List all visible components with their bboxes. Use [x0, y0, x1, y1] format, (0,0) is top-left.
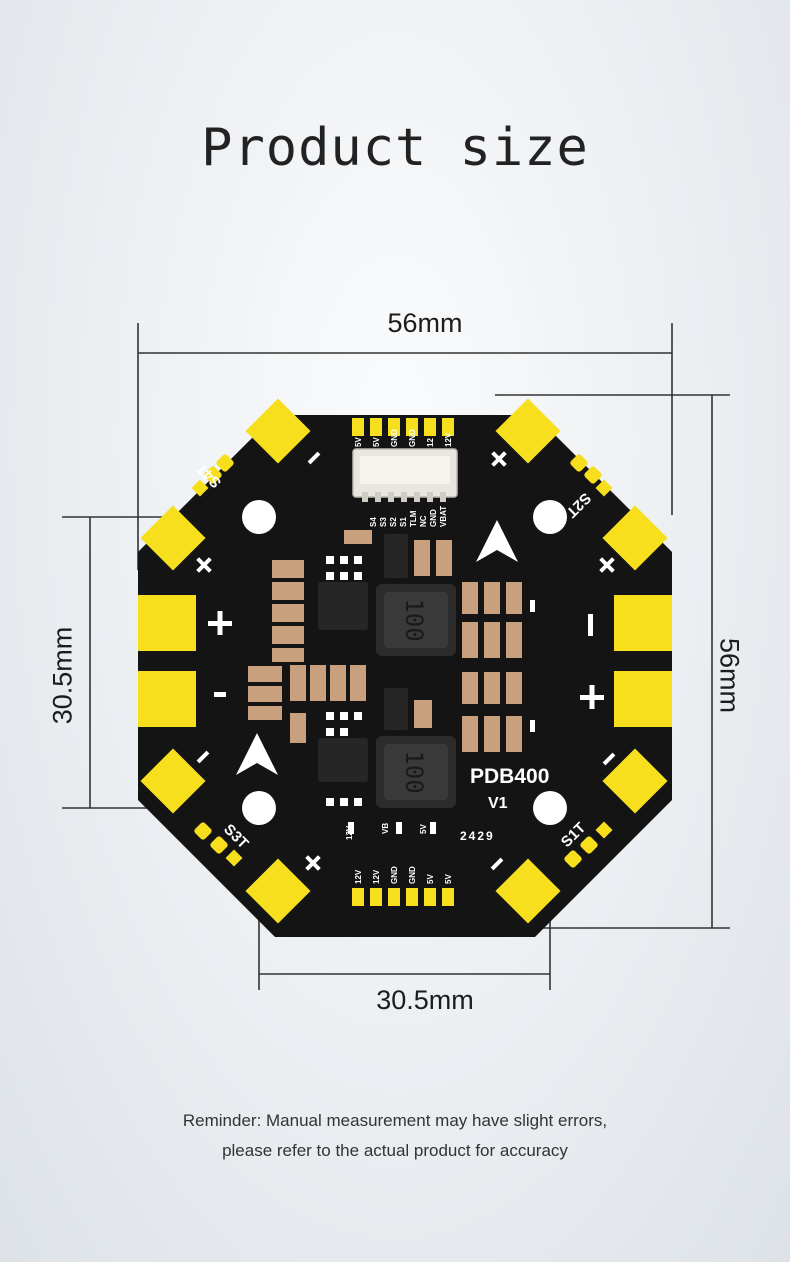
- board-version: V1: [488, 795, 508, 812]
- date-code: 2429: [460, 829, 495, 843]
- svg-text:GND: GND: [390, 866, 399, 884]
- dimension-hole-horizontal-label: 30.5mm: [376, 985, 474, 1015]
- board-model: PDB400: [470, 765, 549, 788]
- svg-text:12V: 12V: [345, 825, 354, 840]
- inductor-marking-top: 100: [400, 598, 428, 641]
- inductors: [376, 584, 456, 808]
- bottom-pad-labels: 12V 12V GND GND 5V 5V: [354, 866, 453, 884]
- svg-text:12V: 12V: [372, 869, 381, 884]
- svg-text:GND: GND: [408, 429, 417, 447]
- svg-text:5V: 5V: [419, 824, 428, 834]
- signal-labels: S4 S3 S2 S1 TLM NC GND VBAT: [369, 506, 448, 527]
- motor-pads: [138, 398, 672, 924]
- bottom-led-labels: 12V VB 5V: [345, 823, 428, 840]
- svg-text:S3: S3: [379, 517, 388, 527]
- polarity-marks: [196, 451, 616, 871]
- bottom-header-pads: [352, 888, 454, 906]
- inductor-marking-bottom: 100: [400, 750, 428, 793]
- svg-text:VBAT: VBAT: [439, 506, 448, 527]
- svg-text:TLM: TLM: [409, 510, 418, 527]
- svg-text:12V: 12V: [354, 869, 363, 884]
- small-passives: [326, 556, 535, 834]
- mounting-holes: [242, 500, 567, 825]
- top-header-pads: [352, 418, 454, 436]
- connector-pin-labels: 5V 5V GND GND 12 12V: [354, 429, 453, 447]
- arrow-top-right: [476, 520, 518, 562]
- svg-text:12V: 12V: [444, 432, 453, 447]
- svg-text:GND: GND: [408, 866, 417, 884]
- signal-pads: [191, 454, 613, 868]
- reminder-line-1: Reminder: Manual measurement may have sl…: [182, 1111, 608, 1130]
- capacitors: [248, 530, 522, 752]
- arrow-bottom-left: [236, 733, 278, 775]
- svg-text:NC: NC: [419, 515, 428, 527]
- reminder-line-2: please refer to the actual product for a…: [222, 1141, 568, 1160]
- svg-text:S4: S4: [369, 517, 378, 527]
- page-title: Product size: [201, 118, 589, 178]
- svg-text:5V: 5V: [372, 437, 381, 447]
- svg-text:5V: 5V: [444, 874, 453, 884]
- svg-text:5V: 5V: [426, 874, 435, 884]
- svg-text:12: 12: [426, 438, 435, 447]
- svg-text:VB: VB: [381, 823, 390, 834]
- dimension-height-label: 56mm: [714, 637, 745, 713]
- svg-text:S2: S2: [389, 517, 398, 527]
- svg-text:5V: 5V: [354, 437, 363, 447]
- svg-text:GND: GND: [429, 509, 438, 527]
- regulator-ics: [318, 534, 408, 782]
- dimension-width-label: 56mm: [387, 308, 463, 338]
- svg-text:GND: GND: [390, 429, 399, 447]
- svg-text:S1: S1: [399, 517, 408, 527]
- dimension-hole-vertical-label: 30.5mm: [47, 626, 78, 725]
